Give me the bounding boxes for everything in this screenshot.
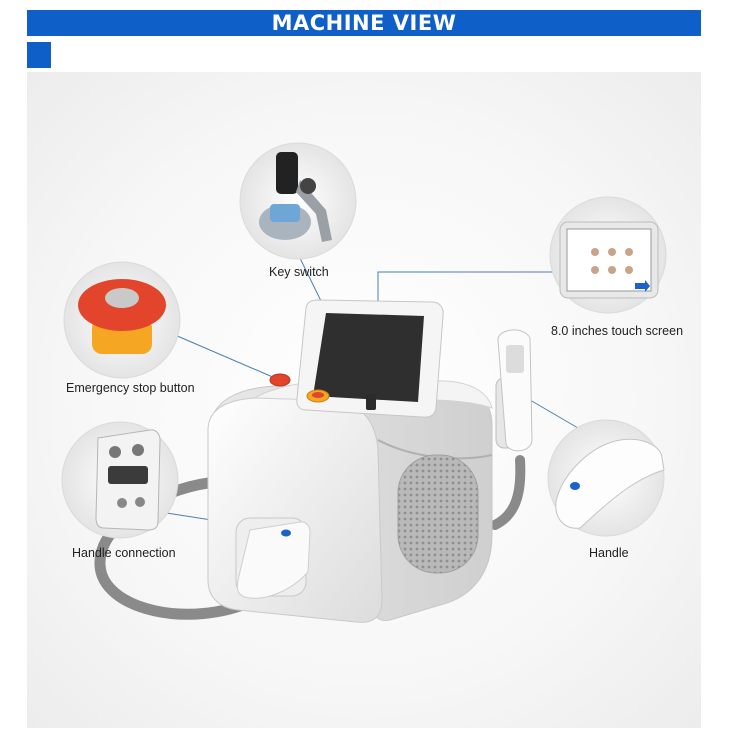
detail-key-switch <box>239 142 357 260</box>
emergency-stop-label: Emergency stop button <box>66 381 195 395</box>
section-title: MACHINE VIEW <box>271 11 457 35</box>
detail-emergency-stop <box>63 261 181 379</box>
connector-blue-dot <box>281 529 291 537</box>
handle-label: Handle <box>589 546 629 560</box>
detail-touch-screen <box>549 196 667 314</box>
touch-screen-display <box>313 313 424 402</box>
touch-screen-leader <box>377 271 558 308</box>
section-title-banner: MACHINE VIEW <box>27 10 701 36</box>
speaker-grille <box>397 454 479 574</box>
section-marker <box>27 42 51 68</box>
detail-handle <box>547 419 665 537</box>
handle-connection-label: Handle connection <box>72 546 176 560</box>
connector-plug <box>236 521 311 599</box>
key-switch-label: Key switch <box>269 265 329 279</box>
key-switch-icon <box>366 394 376 410</box>
emergency-stop-button-icon <box>269 373 291 387</box>
handle-leader <box>529 399 579 429</box>
emergency-stop-leader <box>174 334 276 379</box>
detail-handle-connection <box>61 421 179 539</box>
handle-cable <box>490 455 526 530</box>
touch-screen-label: 8.0 inches touch screen <box>551 324 684 338</box>
